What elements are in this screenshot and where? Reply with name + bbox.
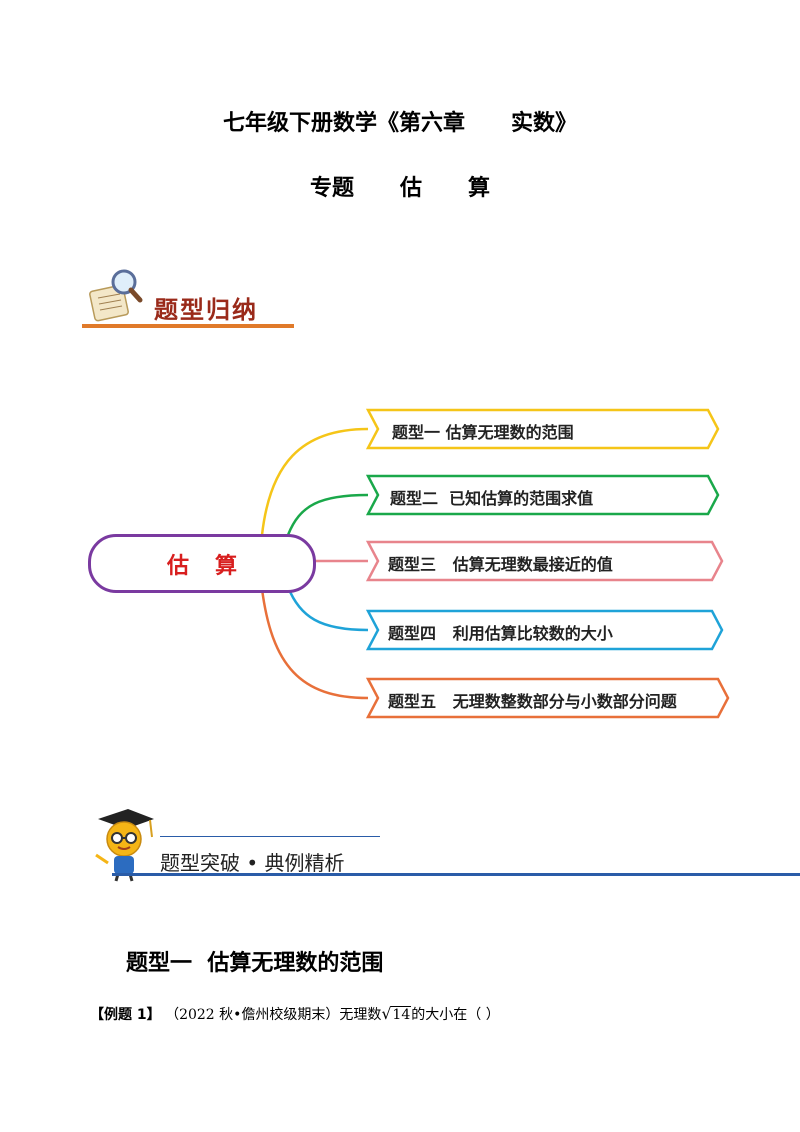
example-label: 【例题 1】 [90,1007,161,1023]
mind-map: 估算 题型一 估算无理数的范围 题型二 已知估算的范围求值 题型三 估算无理数最… [0,395,800,735]
square-root: √14 [381,1004,412,1023]
branch-label-1: 题型一 估算无理数的范围 [392,423,574,442]
document-title: 七年级下册数学《第六章 实数》 [223,111,577,136]
connector-2 [286,493,369,536]
banner-underline [82,324,294,328]
banner-bottom-rule [112,873,800,876]
example-source: （2022 秋•儋州校级期末）无理数 [165,1007,382,1023]
mind-map-connectors [260,408,730,719]
section-heading: 题型一 估算无理数的范围 [126,951,384,976]
example-suffix: 的大小在（ ） [411,1007,500,1023]
radicand: 14 [391,1006,412,1023]
branch-label-5: 题型五 无理数整数部分与小数部分问题 [388,692,677,711]
branch-label-2: 题型二 已知估算的范围求值 [390,489,594,508]
document-subtitle: 专题 估 算 [310,176,490,201]
branch-box-1 [365,408,720,450]
branch-label-3: 题型三 估算无理数最接近的值 [388,555,613,574]
banner-title: 题型归纳 [154,295,258,324]
mind-map-center-node: 估算 [88,534,316,593]
branch-box-5 [365,677,730,719]
banner-title: 题型突破 • 典例精析 [160,851,345,875]
connector-5 [260,588,369,700]
branch-box-4 [365,609,724,651]
section-banner-breakthrough: 题型突破 • 典例精析 [88,805,800,885]
radical-sign-icon: √ [381,1004,392,1023]
branch-box-3 [365,540,724,582]
magnifier-notebook-icon [89,269,143,322]
banner-top-rule [160,836,380,837]
center-label: 估算 [166,553,263,579]
graduate-mascot-icon [95,809,154,882]
branch-box-2 [365,474,720,516]
connector-1 [260,427,369,536]
section-banner-summary: 题型归纳 [82,262,294,332]
example-question: 【例题 1】 （2022 秋•儋州校级期末）无理数√14的大小在（ ） [90,1004,500,1024]
branch-label-4: 题型四 利用估算比较数的大小 [388,624,613,643]
connector-4 [286,586,369,632]
